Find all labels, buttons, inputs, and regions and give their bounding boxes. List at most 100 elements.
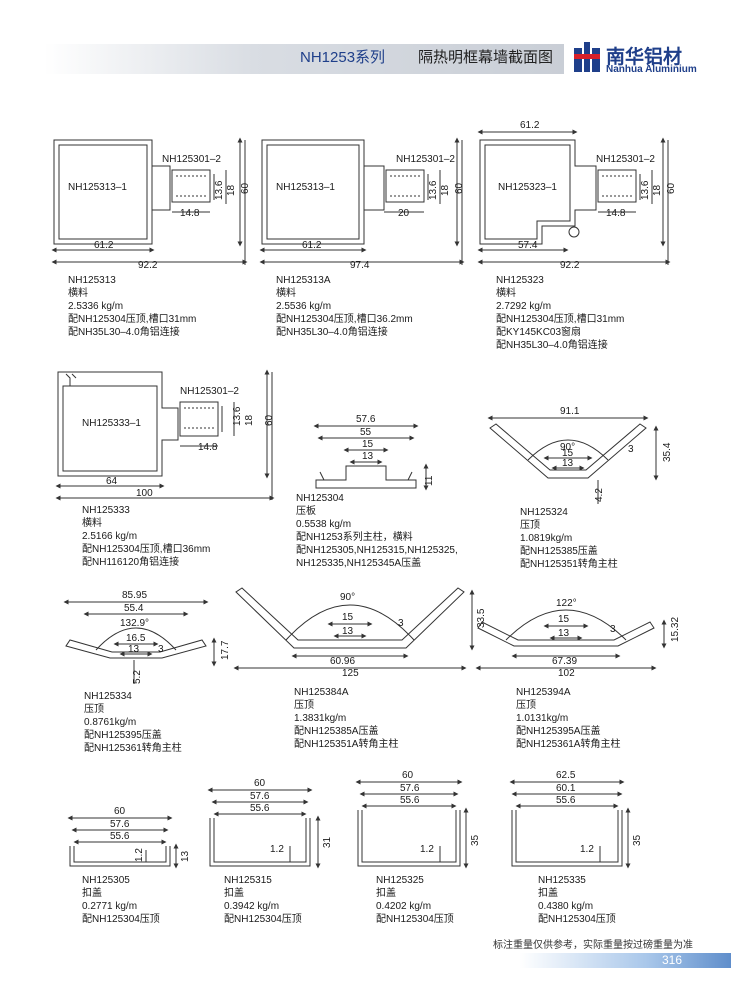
profile-line: 扣盖 xyxy=(224,888,244,899)
dim-label: 60 xyxy=(454,182,465,194)
profile-line: 配NH125304压顶 xyxy=(538,914,616,925)
dim-label: 15 xyxy=(362,439,374,450)
profile-line: 0.4380 kg/m xyxy=(538,901,594,912)
drawing-nh125325 xyxy=(355,779,469,869)
profile-line: 配NH125304压顶 xyxy=(224,914,302,925)
profile-line: NH125335,NH125345A压盖 xyxy=(296,558,422,569)
drawing-nh125304 xyxy=(313,423,429,491)
dim-label: 5.2 xyxy=(132,670,143,684)
profile-code: NH125315 xyxy=(224,875,272,886)
profile-line: 配NH1253系列主柱，横料 xyxy=(296,532,413,543)
profile-line: 压顶 xyxy=(520,520,540,531)
profile-line: 配NH125351转角主柱 xyxy=(520,559,618,570)
dim-label: 3 xyxy=(398,618,404,629)
dim-label: 13 xyxy=(362,451,374,462)
nanhua-logo-icon xyxy=(574,42,600,72)
dim-label: 35 xyxy=(470,834,481,846)
dim-label: 55.6 xyxy=(400,795,420,806)
profile-line: 2.7292 kg/m xyxy=(496,301,552,312)
profile-line: 0.4202 kg/m xyxy=(376,901,432,912)
profile-line: 配NH35L30–4.0角铝连接 xyxy=(276,327,388,338)
part-label: NH125301–2 xyxy=(396,154,455,165)
profile-line: 配NH125385压盖 xyxy=(520,546,598,557)
profile-line: 配KY145KC03窗扇 xyxy=(496,327,582,338)
dim-label: 4.2 xyxy=(594,488,605,502)
dim-label: 13.6 xyxy=(214,180,225,200)
profile-line: 配NH125304压顶,槽口36.2mm xyxy=(276,314,413,325)
dim-label: 15 xyxy=(342,612,354,623)
dim-label: 90° xyxy=(560,442,575,453)
dim-label: 61.2 xyxy=(94,240,114,251)
dim-label: 15 xyxy=(562,448,574,459)
dim-label: 31 xyxy=(322,836,333,848)
part-label: NH125301–2 xyxy=(596,154,655,165)
dim-label: 13 xyxy=(342,626,354,637)
profile-line: 配NH125304压顶,槽口36mm xyxy=(82,544,211,555)
profile-line: 横料 xyxy=(496,288,516,299)
dim-label: 11 xyxy=(424,475,435,486)
dim-label: 1.2 xyxy=(270,844,284,855)
drawing-labels: NH125313–1 NH125301–2 61.2 92.2 14.8 13.… xyxy=(68,120,681,862)
profile-line: 配NH116120角铝连接 xyxy=(82,557,180,568)
brand-name-en: Nanhua Aluminium xyxy=(606,64,697,75)
dim-label: 17.7 xyxy=(220,640,231,660)
profile-line: 配NH125304压顶,槽口31mm xyxy=(68,314,197,325)
profile-info: NH125333 横料 2.5166 kg/m 配NH125304压顶,槽口36… xyxy=(82,504,210,569)
profile-info: NH125394A 压顶 1.0131kg/m 配NH125395A压盖 配NH… xyxy=(516,686,620,751)
profile-line: 压板 xyxy=(296,506,316,517)
dim-label: 55 xyxy=(360,427,372,438)
part-label: NH125301–2 xyxy=(162,154,221,165)
dim-label: 35 xyxy=(632,834,643,846)
part-label: NH125313–1 xyxy=(276,182,335,193)
profile-info: NH125324 压顶 1.0819kg/m 配NH125385压盖 配NH12… xyxy=(520,506,618,571)
profile-line: 配NH125395A压盖 xyxy=(516,726,601,737)
dim-label: 92.2 xyxy=(138,260,158,271)
profile-code: NH125325 xyxy=(376,875,424,886)
dim-label: 85.95 xyxy=(122,590,147,601)
drawing-nh125324 xyxy=(487,415,659,504)
drawing-nh125333 xyxy=(55,369,275,501)
dim-label: 14.8 xyxy=(198,442,218,453)
drawing-nh125313a xyxy=(259,137,465,265)
profile-info: NH125384A 压顶 1.3831kg/m 配NH125385A压盖 配NH… xyxy=(294,686,398,751)
dim-label: 60 xyxy=(254,778,266,789)
profile-line: 配NH35L30–4.0角铝连接 xyxy=(496,340,608,351)
dim-label: 13.6 xyxy=(640,180,651,200)
drawing-nh125323 xyxy=(477,129,671,265)
profile-line: 横料 xyxy=(82,518,102,529)
profile-line: 0.2771 kg/m xyxy=(82,901,138,912)
dim-label: 14.8 xyxy=(606,208,626,219)
dim-label: 14.8 xyxy=(180,208,200,219)
profile-info: NH125313A 横料 2.5536 kg/m 配NH125304压顶,槽口3… xyxy=(276,274,413,339)
part-label: NH125301–2 xyxy=(180,386,239,397)
dim-label: 60 xyxy=(114,806,126,817)
dim-label: 33.5 xyxy=(476,608,487,628)
dim-label: 100 xyxy=(136,488,153,499)
profile-info: NH125313 横料 2.5336 kg/m 配NH125304压顶,槽口31… xyxy=(68,274,196,339)
profile-line: 2.5336 kg/m xyxy=(68,301,124,312)
dim-label: 13 xyxy=(562,458,574,469)
page-number: 316 xyxy=(662,953,683,967)
dim-label: 60.1 xyxy=(556,783,576,794)
series-title: NH1253系列 xyxy=(300,49,386,66)
dim-label: 64 xyxy=(106,476,118,487)
drawing-nh125394a xyxy=(475,609,667,671)
dim-label: 15.32 xyxy=(670,617,681,642)
dim-label: 13.6 xyxy=(428,180,439,200)
profile-info: NH125325 扣盖 0.4202 kg/m 配NH125304压顶 xyxy=(376,874,454,926)
profile-code: NH125313A xyxy=(276,275,331,286)
dim-label: 91.1 xyxy=(560,406,580,417)
dim-label: 61.2 xyxy=(520,120,540,131)
dim-label: 60.96 xyxy=(330,656,355,667)
profile-line: 1.3831kg/m xyxy=(294,713,347,724)
dim-label: 60 xyxy=(402,770,414,781)
dim-label: 125 xyxy=(342,668,359,679)
dim-label: 55.4 xyxy=(124,603,144,614)
dim-label: 15 xyxy=(558,614,570,625)
profile-line: 配NH125304压顶 xyxy=(82,914,160,925)
dim-label: 90° xyxy=(340,592,355,603)
dim-label: 16.5 xyxy=(126,633,146,644)
part-label: NH125313–1 xyxy=(68,182,127,193)
profile-line: 扣盖 xyxy=(376,888,396,899)
weight-disclaimer: 标注重量仅供参考，实际重量按过磅重量为准 xyxy=(493,940,693,951)
